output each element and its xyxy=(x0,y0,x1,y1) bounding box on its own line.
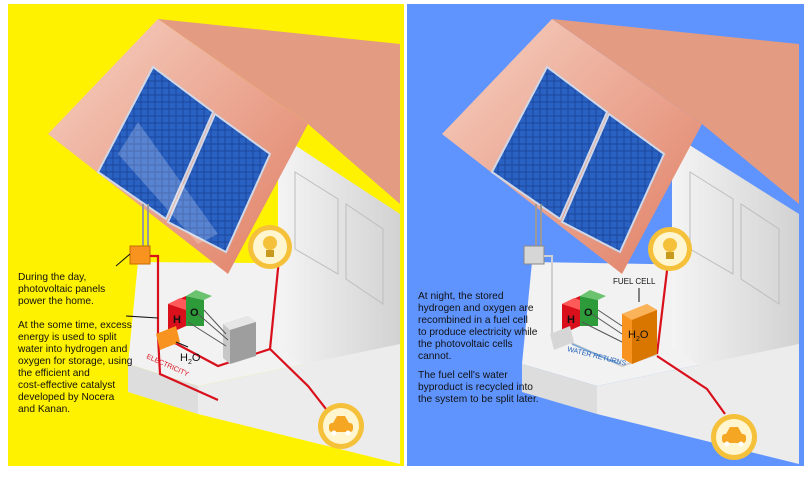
inverter-box-icon xyxy=(523,245,545,265)
oxygen-tank: O xyxy=(186,290,212,326)
svg-text:O: O xyxy=(584,307,593,319)
solar-panel-icon xyxy=(96,65,272,254)
svg-text:O: O xyxy=(190,307,199,319)
car-icon xyxy=(711,414,757,460)
car-icon xyxy=(318,403,364,449)
water-caption: The fuel cell's water byproduct is recyc… xyxy=(418,370,539,405)
day-caption: During the day, photovoltaic panels powe… xyxy=(18,272,106,307)
svg-text:H: H xyxy=(567,314,575,326)
fuel-cell-label: FUEL CELL xyxy=(613,277,656,286)
fuel-cell-icon: H2O xyxy=(622,304,657,364)
light-bulb-icon xyxy=(248,225,292,269)
svg-text:H: H xyxy=(173,314,181,326)
electricity-wire xyxy=(150,248,327,410)
electrolyzer-box xyxy=(156,326,180,350)
battery-icon xyxy=(223,316,256,364)
night-house-illustration: H O H2O FUEL CELL WATER RETURNS xyxy=(442,19,799,464)
day-house-illustration: H O H2O ELECTRICITY xyxy=(48,19,400,464)
day-panel: H O H2O ELECTRICITY During the day, phot xyxy=(8,4,404,466)
night-h2o-label: H2O xyxy=(628,329,649,343)
solar-panel-icon xyxy=(490,65,666,254)
light-bulb-icon xyxy=(648,227,692,271)
oxygen-tank: O xyxy=(580,290,606,326)
night-caption: At night, the stored hydrogen and oxygen… xyxy=(418,291,538,362)
night-panel: H O H2O FUEL CELL WATER RETURNS At night… xyxy=(407,4,804,466)
inverter-box-icon xyxy=(129,245,151,265)
roof-side xyxy=(158,19,400,204)
day-h2o-label: H2O xyxy=(180,352,201,366)
storage-caption: At the some time, excess energy is used … xyxy=(18,320,133,415)
